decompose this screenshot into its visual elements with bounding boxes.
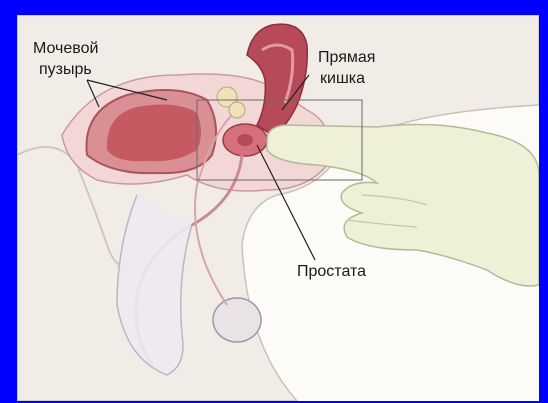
anatomy-drawing	[17, 15, 539, 401]
rectum-label-line2: кишка	[320, 69, 365, 88]
prostate-label: Простата	[297, 262, 366, 281]
bladder-label-line1: Мочевой	[33, 39, 98, 58]
testis	[213, 298, 261, 342]
bladder-label-line2: пузырь	[39, 60, 92, 79]
anatomy-illustration: Мочевой пузырь Прямая кишка Простата	[17, 15, 539, 401]
rectum-label-line1: Прямая	[318, 48, 375, 67]
